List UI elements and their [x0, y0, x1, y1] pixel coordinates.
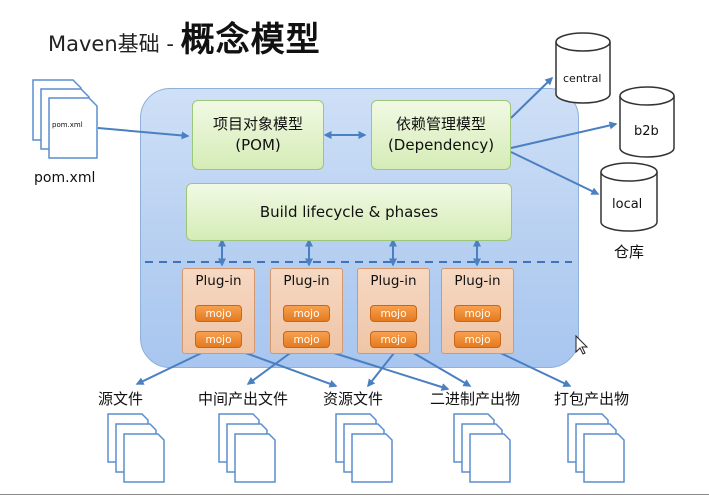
output-label-binary: 二进制产出物 [430, 390, 521, 408]
repositories-caption: 仓库 [614, 243, 645, 261]
output-docs-source-icon [107, 413, 165, 483]
output-docs-resources-icon [335, 413, 393, 483]
pom-model-box: 项目对象模型 (POM) [192, 100, 324, 170]
arrow-mojo-to-intermediate-2 [246, 347, 298, 385]
mojo-badge: mojo [195, 331, 242, 348]
build-lifecycle-box: Build lifecycle & phases [186, 183, 512, 241]
output-docs-intermediate-icon [218, 413, 276, 483]
plugin-box: Plug-in mojo mojo [357, 268, 430, 354]
arrow-mojo-to-binary-2 [404, 347, 472, 387]
mojo-badge: mojo [283, 305, 330, 322]
pom-document-icon [32, 79, 98, 159]
pom-document-label: pom.xml [52, 121, 83, 129]
arrow-dep-to-local [510, 151, 600, 195]
output-label-source: 源文件 [98, 390, 144, 408]
dependency-model-subtitle: (Dependency) [387, 136, 495, 154]
dependency-model-box: 依赖管理模型 (Dependency) [371, 100, 511, 170]
output-label-resources: 资源文件 [323, 390, 384, 408]
arrow-mojo-to-source [135, 347, 213, 385]
plugin-label: Plug-in [454, 273, 501, 289]
plugin-label: Plug-in [283, 273, 330, 289]
arrow-mojo-to-intermediate [231, 347, 338, 388]
pom-model-title: 项目对象模型 [212, 115, 303, 133]
mojo-badge: mojo [195, 305, 242, 322]
arrow-mojo-to-resources [367, 347, 399, 388]
mouse-cursor-icon [575, 334, 589, 355]
repo-central-icon [555, 32, 611, 104]
plugin-label: Plug-in [370, 273, 417, 289]
arrow-pom-file-to-model [97, 127, 190, 140]
bottom-divider [0, 494, 709, 495]
arrow-mojo-to-package [489, 347, 572, 387]
repo-central-label: central [563, 72, 602, 85]
output-docs-package-icon [567, 413, 625, 483]
arrow-dep-to-central [510, 76, 554, 119]
title-prefix: Maven基础 - [48, 32, 181, 56]
pom-file-caption: pom.xml [34, 170, 96, 186]
mojo-badge: mojo [454, 331, 501, 348]
plugin-box: Plug-in mojo mojo [441, 268, 514, 354]
plugin-box: Plug-in mojo mojo [270, 268, 343, 354]
mojo-badge: mojo [283, 331, 330, 348]
plugin-box: Plug-in mojo mojo [182, 268, 255, 354]
mojo-badge: mojo [370, 305, 417, 322]
pom-model-subtitle: (POM) [235, 136, 281, 154]
repo-b2b-icon [619, 86, 675, 158]
mojo-badge: mojo [454, 305, 501, 322]
plugin-label: Plug-in [195, 273, 242, 289]
arrow-dep-to-b2b [510, 121, 618, 149]
output-label-intermediate: 中间产出文件 [198, 390, 289, 408]
dependency-model-title: 依赖管理模型 [395, 115, 486, 133]
repo-local-icon [600, 162, 658, 232]
mojo-badge: mojo [370, 331, 417, 348]
diagram-title: Maven基础 - 概念模型 [48, 12, 321, 61]
output-docs-binary-icon [453, 413, 511, 483]
output-label-package: 打包产出物 [554, 390, 630, 408]
title-main: 概念模型 [180, 20, 321, 60]
repo-local-label: local [612, 197, 643, 212]
repo-b2b-label: b2b [634, 124, 659, 139]
